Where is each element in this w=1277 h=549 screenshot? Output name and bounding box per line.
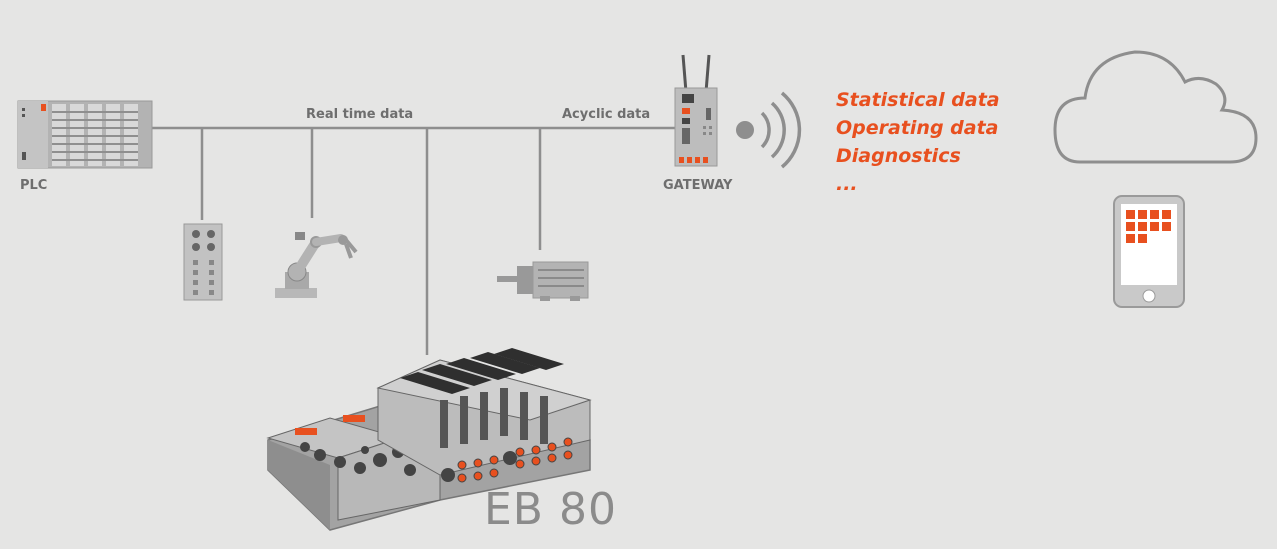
gateway-router-icon <box>674 54 718 167</box>
cloud-data-item-operating: Operating data <box>836 117 999 139</box>
gateway-label: GATEWAY <box>663 178 733 193</box>
cloud-data-item-statistical: Statistical data <box>836 89 1000 111</box>
robot-arm-icon <box>275 232 358 298</box>
motor-icon <box>497 261 589 301</box>
cloud-data-list: Statistical data Operating data Diagnost… <box>836 86 1000 198</box>
network-lines <box>152 126 675 355</box>
realtime-data-label: Real time data <box>306 107 414 122</box>
product-name-label: EB 80 <box>484 484 617 535</box>
plc-rack-icon <box>17 100 153 169</box>
smartphone-icon <box>1113 195 1185 308</box>
acyclic-data-label: Acyclic data <box>562 107 651 122</box>
cloud-data-item-more: ... <box>836 173 858 195</box>
plc-label: PLC <box>20 178 48 193</box>
io-module-icon <box>183 223 223 301</box>
cloud-data-item-diagnostics: Diagnostics <box>836 145 961 167</box>
wireless-signal-icon <box>736 91 802 169</box>
valve-island-icon <box>266 348 592 531</box>
cloud-icon <box>1053 50 1258 164</box>
